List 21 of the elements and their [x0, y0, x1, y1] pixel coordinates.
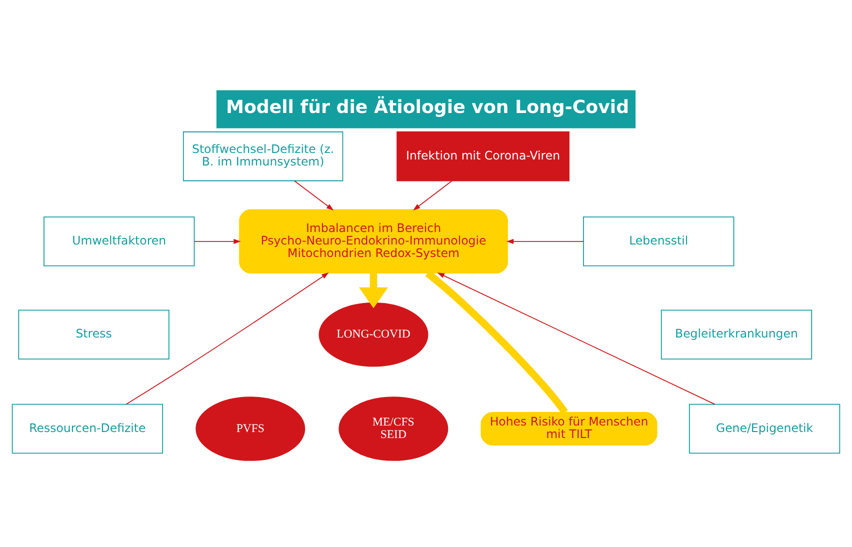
node-ellipse: PVFS [194, 395, 306, 462]
arrow [294, 180, 334, 210]
node-box: Umweltfaktoren [44, 216, 195, 266]
node-box: Begleiterkrankungen [660, 309, 812, 360]
arrow [413, 180, 452, 210]
node-box: Imbalancen im Bereich Psycho-Neuro-Endokrino-Immunologie Mitochondrien Redox-System [239, 208, 508, 274]
node-ellipse: LONG-COVID [318, 301, 430, 368]
arrow [506, 238, 584, 244]
node-box: Ressourcen-Defizite [12, 403, 164, 454]
node-box: Hohes Risiko für Menschen mit TILT [480, 412, 658, 446]
arrow [358, 272, 388, 308]
node-ellipse: ME/CFS SEID [338, 395, 450, 462]
node-box: Lebensstil [583, 216, 734, 266]
node-box: Stress [18, 309, 170, 360]
diagram-title: Modell für die Ätiologie von Long-Covid [226, 96, 630, 118]
node-box: Stoffwechsel-Defizite (z. B. im Immunsystem) [182, 130, 344, 181]
node-box: Infektion mit Corona-Viren [396, 130, 570, 181]
node-box: Gene/Epigenetik [688, 403, 840, 454]
arrow [437, 272, 716, 404]
arrow [126, 272, 329, 404]
arrow [194, 238, 241, 244]
